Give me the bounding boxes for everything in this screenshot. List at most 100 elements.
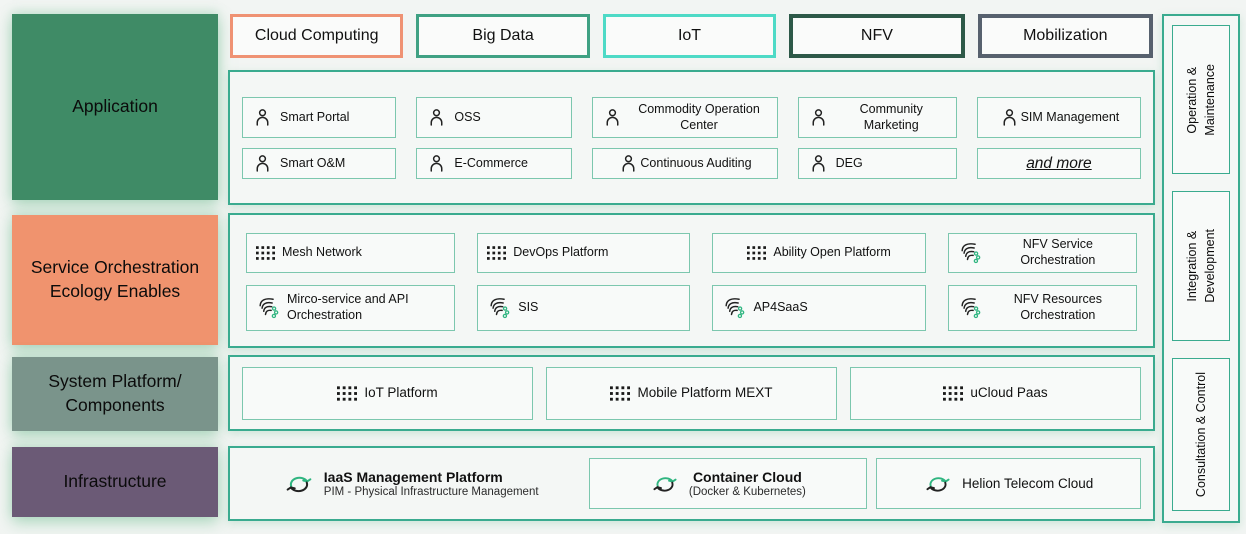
cloud-sync-icon xyxy=(651,472,679,496)
application-container: Smart Portal OSS Commodity Operation Cen… xyxy=(228,70,1155,205)
infra-item-helion-telecom-cloud: Helion Telecom Cloud xyxy=(876,458,1141,509)
app-item-label: DEG xyxy=(835,155,863,170)
app-item-label: Community Marketing xyxy=(859,101,923,132)
app-item-e-commerce: E-Commerce xyxy=(416,148,573,179)
grid-icon xyxy=(943,386,964,401)
app-item-sim-management: SIM Management xyxy=(976,97,1141,139)
layer-label-system-platform: System Platform/ Components xyxy=(48,371,182,415)
person-icon xyxy=(252,153,273,174)
svc-item-sis: SIS xyxy=(477,285,691,331)
sys-item-label: IoT Platform xyxy=(364,385,438,401)
svc-item-label: AP4SaaS xyxy=(753,300,808,315)
app-item-label: Continuous Auditing xyxy=(640,155,752,170)
grid-icon xyxy=(337,386,358,401)
tab-cloud-computing: Cloud Computing xyxy=(230,14,404,58)
tab-nfv: NFV xyxy=(789,14,965,58)
person-icon xyxy=(252,107,273,128)
svc-item-label: Ability Open Platform xyxy=(773,245,891,260)
layer-application: Application xyxy=(12,14,218,200)
svc-item-ap4saas: AP4SaaS xyxy=(712,285,926,331)
layer-label-application: Application xyxy=(72,96,158,117)
tab-mobilization-label: Mobilization xyxy=(1023,27,1108,44)
infra-item-title: IaaS Management Platform xyxy=(323,469,503,485)
svc-item-label: NFV Service Orchestration xyxy=(1020,237,1096,267)
svc-item-label: NFV Resources Orchestration xyxy=(1013,292,1102,322)
tab-mobilization: Mobilization xyxy=(977,14,1154,58)
tab-big-data-label: Big Data xyxy=(472,27,534,44)
app-item-deg: DEG xyxy=(797,148,957,179)
rail-item-consultation-control: Consultation & Control xyxy=(1172,358,1230,511)
grid-icon xyxy=(256,246,275,260)
infra-item-iaas-management: IaaS Management Platform PIM - Physical … xyxy=(242,458,580,509)
sys-item-label: uCloud Paas xyxy=(970,385,1048,401)
infra-item-title: Helion Telecom Cloud xyxy=(962,476,1094,491)
grid-icon xyxy=(747,246,767,260)
layer-service-orchestration: Service Orchestration Ecology Enables xyxy=(12,215,218,345)
tab-iot: IoT xyxy=(602,14,777,58)
tab-nfv-label: NFV xyxy=(860,27,893,44)
infrastructure-container: IaaS Management Platform PIM - Physical … xyxy=(228,446,1155,521)
app-item-commodity-operation-center: Commodity Operation Center xyxy=(592,97,778,139)
system-platform-container: IoT Platform Mobile Platform MEXT uCloud… xyxy=(228,355,1155,431)
grid-icon xyxy=(487,246,507,260)
app-item-label: E-Commerce xyxy=(454,155,528,170)
person-icon xyxy=(426,153,447,174)
person-icon xyxy=(808,153,829,174)
infra-item-subtitle: PIM - Physical Infrastructure Management xyxy=(323,486,539,498)
app-item-label: Smart O&M xyxy=(280,155,346,170)
infra-item-container-cloud: Container Cloud (Docker & Kubernetes) xyxy=(589,458,868,509)
orchestration-icon xyxy=(256,296,280,320)
app-item-and-more: and more xyxy=(976,148,1141,179)
person-icon xyxy=(602,107,623,128)
svc-item-label: Mesh Network xyxy=(282,245,362,260)
layer-infrastructure: Infrastructure xyxy=(12,447,218,517)
app-item-oss: OSS xyxy=(416,97,573,139)
service-orchestration-container: Mesh Network DevOps Platform Ability Ope… xyxy=(228,213,1155,348)
app-item-label: SIM Management xyxy=(1020,109,1120,124)
person-icon xyxy=(426,107,447,128)
rail-item-operation-maintenance: Operation & Maintenance xyxy=(1172,25,1230,174)
and-more-label: and more xyxy=(1026,154,1092,172)
sys-item-mobile-platform-mext: Mobile Platform MEXT xyxy=(546,367,837,420)
right-rail: Operation & Maintenance Integration & De… xyxy=(1162,14,1240,523)
cloud-sync-icon xyxy=(284,471,314,497)
app-item-smart-om: Smart O&M xyxy=(242,148,397,179)
rail-item-label: Consultation & Control xyxy=(1193,371,1208,498)
svc-item-label: Mirco-service and API Orchestration xyxy=(287,292,409,322)
grid-icon xyxy=(610,386,631,401)
tab-cloud-computing-label: Cloud Computing xyxy=(254,27,379,44)
person-icon xyxy=(808,107,829,128)
svc-item-ability-open-platform: Ability Open Platform xyxy=(712,233,926,273)
person-icon xyxy=(999,107,1020,128)
svc-item-nfv-resources-orchestration: NFV Resources Orchestration xyxy=(947,285,1137,331)
rail-item-integration-development: Integration & Development xyxy=(1172,191,1230,341)
cloud-sync-icon xyxy=(924,472,952,496)
sys-item-label: Mobile Platform MEXT xyxy=(637,385,773,401)
tab-iot-label: IoT xyxy=(677,27,702,44)
person-icon xyxy=(618,153,639,174)
orchestration-icon xyxy=(958,296,982,320)
app-item-label: Smart Portal xyxy=(280,109,350,124)
layer-system-platform: System Platform/ Components xyxy=(12,357,218,431)
technology-tabs: Cloud Computing Big Data IoT NFV Mobiliz… xyxy=(230,14,1154,58)
app-item-label: Commodity Operation Center xyxy=(638,101,760,132)
sys-item-iot-platform: IoT Platform xyxy=(242,367,533,420)
infra-item-title: Container Cloud xyxy=(692,469,802,485)
svc-item-devops-platform: DevOps Platform xyxy=(477,233,691,273)
svc-item-mesh-network: Mesh Network xyxy=(246,233,456,273)
svc-item-label: SIS xyxy=(518,300,539,315)
sys-item-ucloud-paas: uCloud Paas xyxy=(850,367,1141,420)
infra-item-subtitle: (Docker & Kubernetes) xyxy=(688,486,806,498)
app-item-smart-portal: Smart Portal xyxy=(242,97,397,139)
orchestration-icon xyxy=(722,296,746,320)
orchestration-icon xyxy=(958,241,982,265)
app-item-continuous-auditing: Continuous Auditing xyxy=(592,148,778,179)
layer-label-service-orchestration: Service Orchestration Ecology Enables xyxy=(30,257,200,301)
svc-item-microservice-api-orchestration: Mirco-service and API Orchestration xyxy=(246,285,456,331)
rail-item-label: Operation & Maintenance xyxy=(1184,63,1217,136)
app-item-community-marketing: Community Marketing xyxy=(797,97,957,139)
app-item-label: OSS xyxy=(454,109,481,124)
rail-item-label: Integration & Development xyxy=(1184,229,1217,303)
layer-label-infrastructure: Infrastructure xyxy=(63,471,167,492)
svc-item-label: DevOps Platform xyxy=(513,245,609,260)
